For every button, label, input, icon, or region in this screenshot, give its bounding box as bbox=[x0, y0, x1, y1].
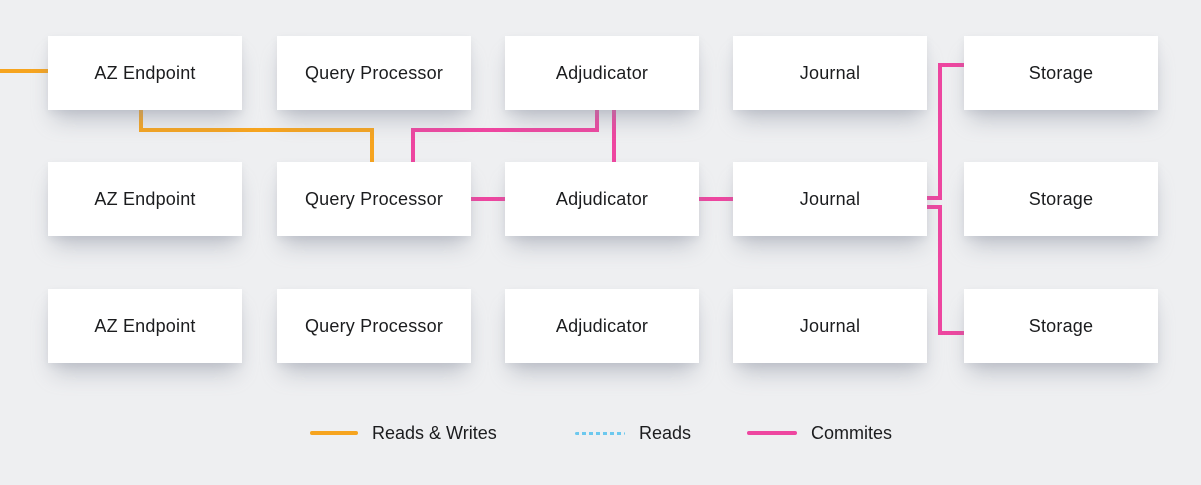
legend-item-reads-writes: Reads & Writes bbox=[310, 423, 497, 443]
legend-label: Reads bbox=[639, 422, 692, 443]
edge-commits-journal2-stub-down bbox=[926, 205, 942, 209]
edge-reads-writes-az1-down bbox=[139, 110, 143, 132]
node-label: Storage bbox=[1028, 188, 1094, 209]
edge-commits-journal2-stub-up bbox=[926, 196, 942, 200]
node-storage-row1: Storage bbox=[964, 36, 1158, 110]
edge-commits-adj1-down bbox=[595, 110, 599, 132]
legend-item-commits: Commites bbox=[747, 423, 892, 443]
edge-reads-writes-external-to-az1 bbox=[0, 69, 48, 73]
node-adjudicator-row2: Adjudicator bbox=[505, 162, 699, 236]
edge-commits-into-storage1 bbox=[938, 63, 964, 67]
legend-item-reads: Reads bbox=[575, 423, 691, 443]
node-adjudicator-row3: Adjudicator bbox=[505, 289, 699, 363]
node-label: Storage bbox=[1028, 315, 1094, 336]
edge-reads-writes-into-qp2 bbox=[370, 128, 374, 162]
node-journal-row3: Journal bbox=[733, 289, 927, 363]
node-label: Journal bbox=[799, 188, 861, 209]
node-az-endpoint-row1: AZ Endpoint bbox=[48, 36, 242, 110]
node-storage-row3: Storage bbox=[964, 289, 1158, 363]
node-query-processor-row1: Query Processor bbox=[277, 36, 471, 110]
commits-line-swatch bbox=[747, 431, 797, 435]
edge-commits-vertical-down bbox=[938, 205, 942, 335]
node-label: Journal bbox=[799, 62, 861, 83]
node-label: Query Processor bbox=[304, 315, 444, 336]
edge-commits-into-storage3 bbox=[938, 331, 964, 335]
node-storage-row2: Storage bbox=[964, 162, 1158, 236]
node-label: Adjudicator bbox=[555, 188, 649, 209]
edge-commits-vertical-up bbox=[938, 63, 942, 200]
reads-line-swatch bbox=[575, 431, 625, 435]
node-label: Query Processor bbox=[304, 62, 444, 83]
edge-commits-into-qp2 bbox=[411, 128, 415, 162]
edge-commits-adj1-horizontal bbox=[411, 128, 599, 132]
node-label: Adjudicator bbox=[555, 62, 649, 83]
node-az-endpoint-row2: AZ Endpoint bbox=[48, 162, 242, 236]
legend-label: Reads & Writes bbox=[372, 422, 497, 443]
node-label: Journal bbox=[799, 315, 861, 336]
node-query-processor-row2: Query Processor bbox=[277, 162, 471, 236]
legend-label: Commites bbox=[811, 422, 893, 443]
node-label: AZ Endpoint bbox=[94, 62, 196, 83]
node-label: AZ Endpoint bbox=[94, 315, 196, 336]
edge-reads-writes-horizontal bbox=[139, 128, 374, 132]
reads-writes-line-swatch bbox=[310, 431, 358, 435]
node-journal-row1: Journal bbox=[733, 36, 927, 110]
edge-commits-qp2-to-adj2 bbox=[471, 197, 505, 201]
node-adjudicator-row1: Adjudicator bbox=[505, 36, 699, 110]
node-label: Query Processor bbox=[304, 188, 444, 209]
edge-commits-adj1-to-adj2 bbox=[612, 110, 616, 162]
node-az-endpoint-row3: AZ Endpoint bbox=[48, 289, 242, 363]
node-label: Adjudicator bbox=[555, 315, 649, 336]
node-label: Storage bbox=[1028, 62, 1094, 83]
edge-commits-adj2-to-journal2 bbox=[699, 197, 733, 201]
node-query-processor-row3: Query Processor bbox=[277, 289, 471, 363]
node-journal-row2: Journal bbox=[733, 162, 927, 236]
node-label: AZ Endpoint bbox=[94, 188, 196, 209]
